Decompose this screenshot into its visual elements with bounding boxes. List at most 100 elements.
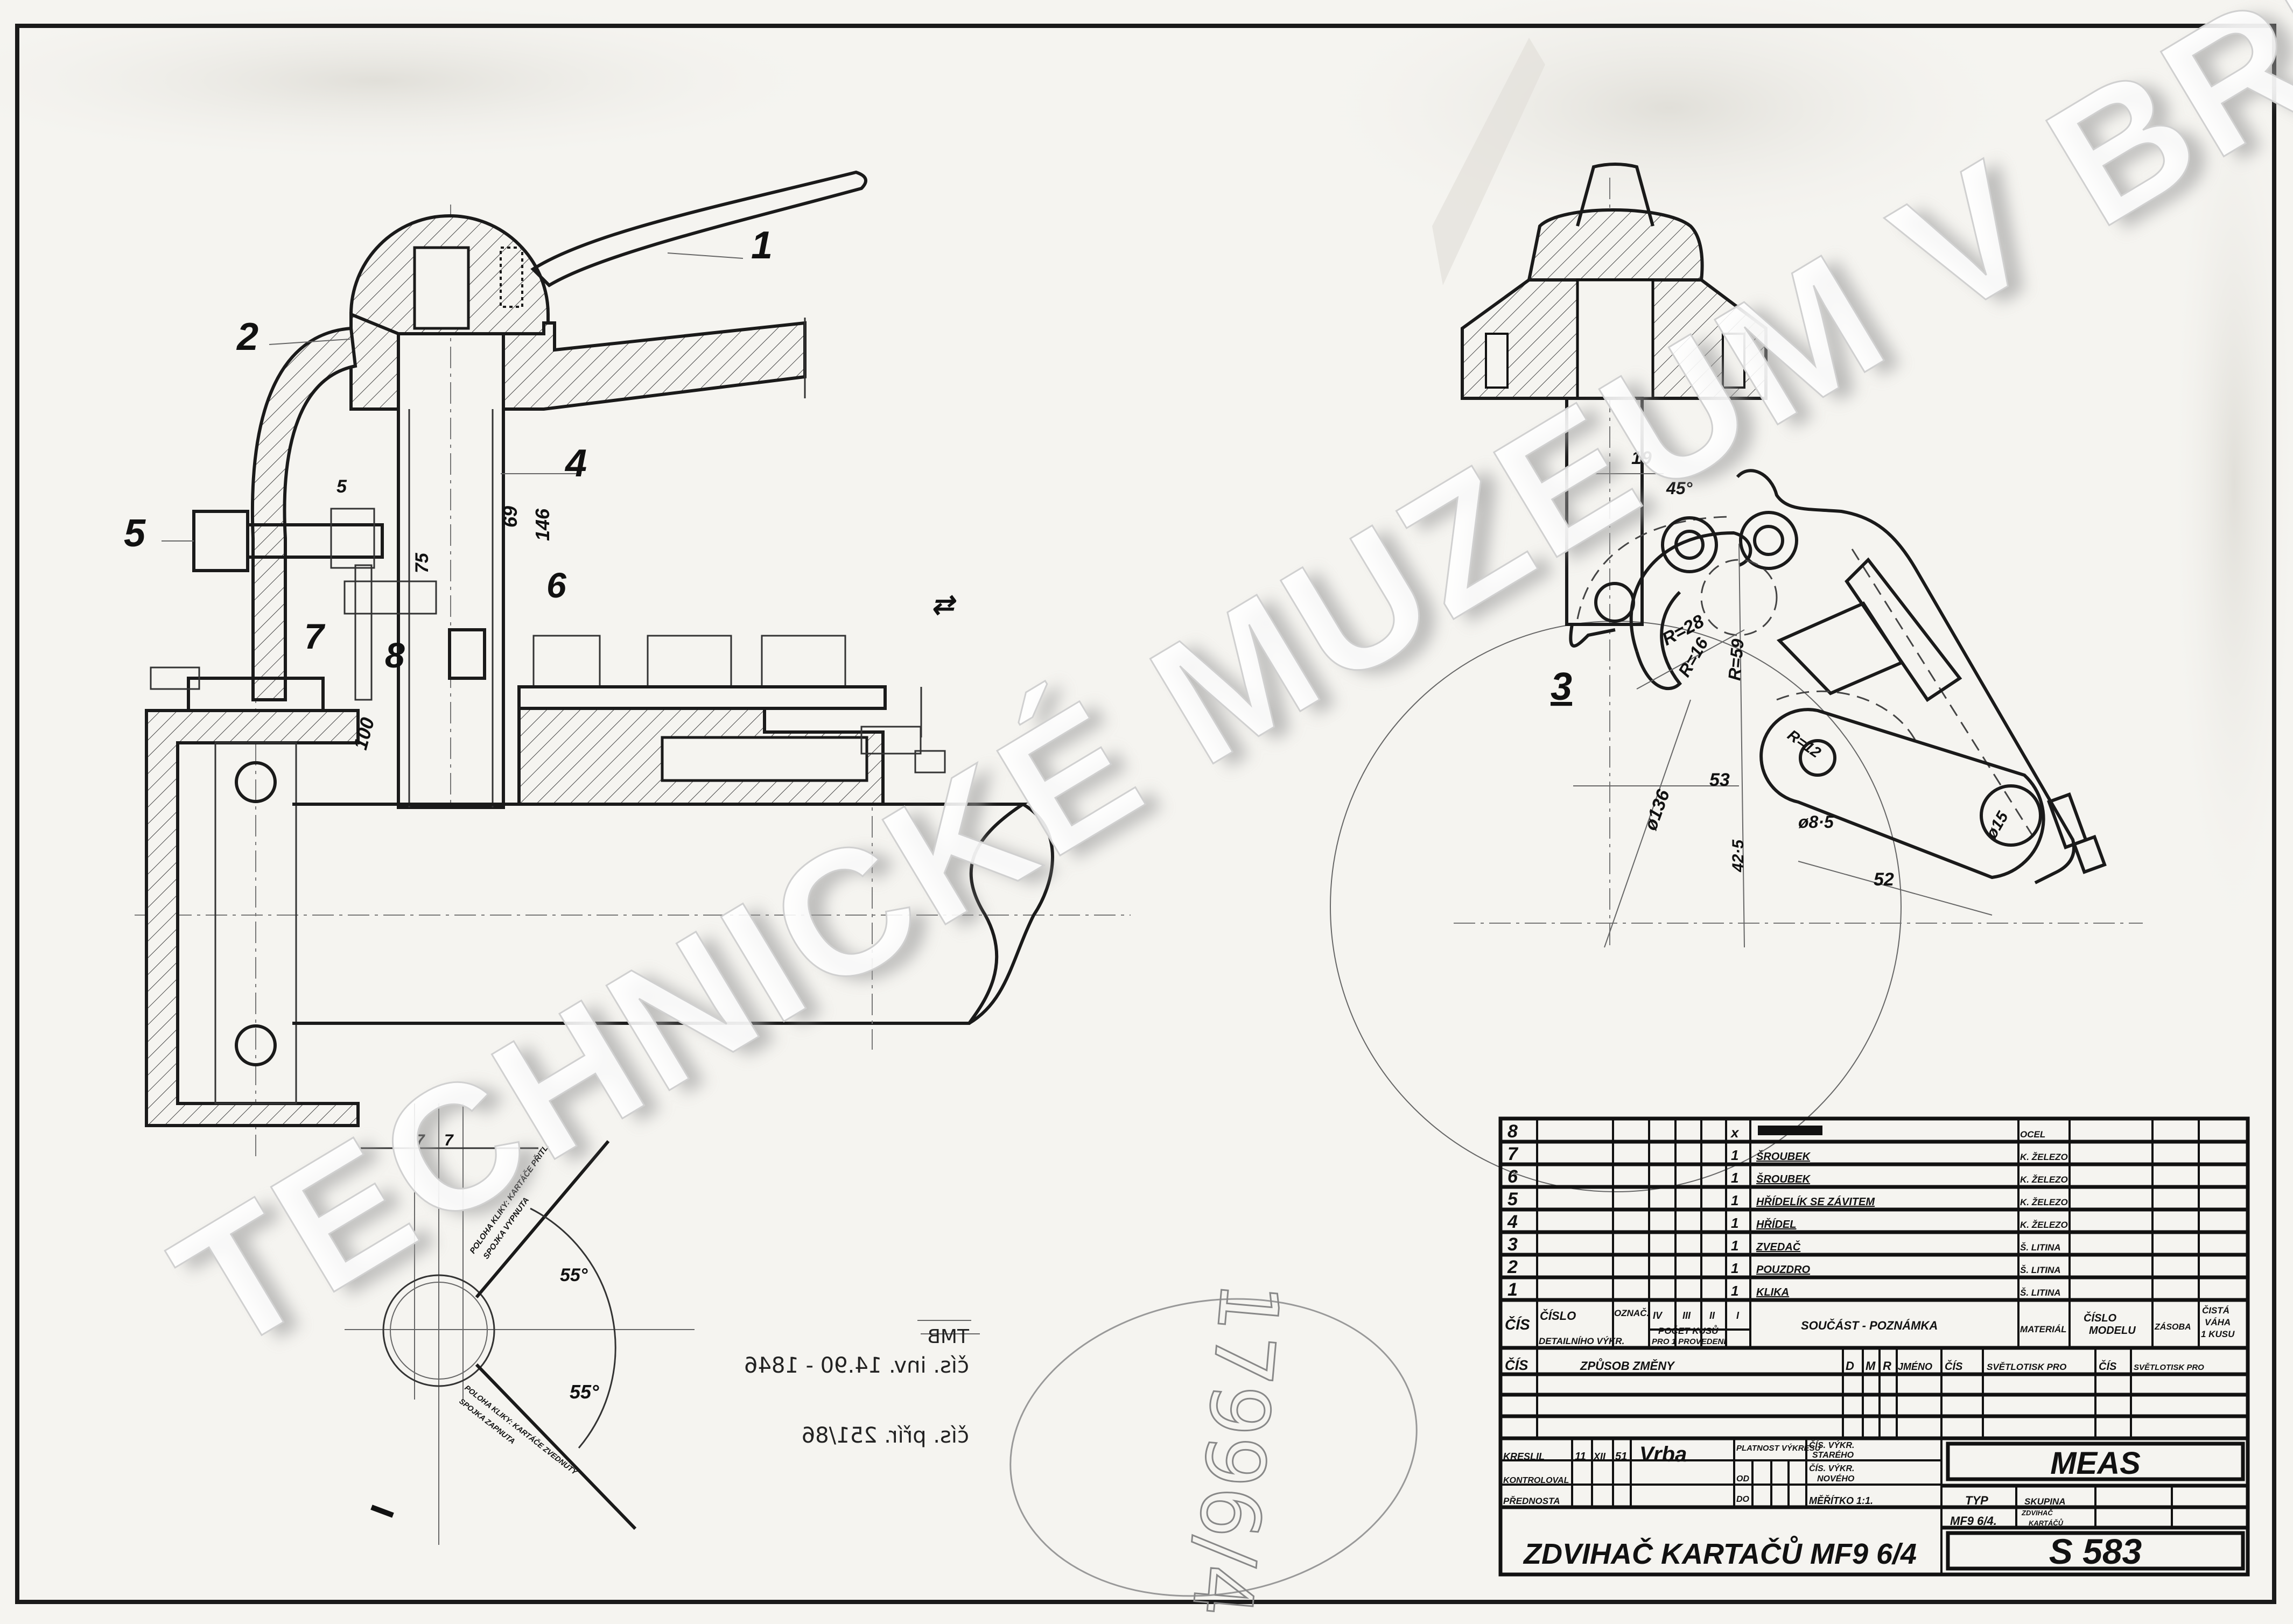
dim-69: 69 — [499, 506, 521, 528]
hdr-cis: ČÍS — [1505, 1316, 1530, 1333]
hex-nut — [192, 510, 249, 572]
part-material: Š. LITINA — [2020, 1265, 2061, 1275]
number-box — [1946, 1531, 2245, 1571]
part-quantity: 1 — [1731, 1215, 1738, 1231]
callout-4: 4 — [564, 442, 587, 485]
hdr-material: MATERIÁL — [2020, 1324, 2067, 1334]
left-section-view — [135, 170, 1131, 1157]
label-skupina: SKUPINA — [2024, 1496, 2066, 1507]
bearing-housing — [145, 709, 360, 1127]
label-typ: TYP — [1965, 1494, 1988, 1507]
hdr-vaha-3: 1 KUSU — [2201, 1329, 2235, 1339]
part-quantity: 1 — [1731, 1260, 1738, 1276]
part-material: OCEL — [2020, 1129, 2045, 1140]
dim-19: 19 — [1631, 448, 1652, 468]
part-name: HŘÍDELÍK SE ZÁVITEM — [1756, 1195, 1875, 1208]
hdr-ii: II — [1709, 1310, 1715, 1321]
chg-hdr-r: R — [1883, 1359, 1891, 1373]
part-material: Š. LITINA — [2020, 1288, 2061, 1298]
struck-out-entry — [1758, 1126, 1822, 1135]
callout-1: 1 — [751, 224, 773, 267]
drawing-number: S 583 — [2049, 1531, 2142, 1571]
hdr-soucast: SOUČÁST - POZNÁMKA — [1801, 1319, 1938, 1332]
dim-75: 75 — [412, 552, 432, 573]
part-number: 5 — [1507, 1189, 1518, 1210]
right-side-view — [1330, 163, 2143, 1192]
paper-fold — [1432, 38, 1545, 285]
hdr-cislo: ČÍSLO — [1540, 1309, 1576, 1323]
label-kreslil: KRESLIL — [1503, 1451, 1545, 1462]
callout-7: 7 — [304, 616, 326, 656]
ball-bearing — [235, 1024, 277, 1066]
part-quantity: 1 — [1731, 1192, 1738, 1208]
chg-hdr-cis2: ČÍS — [1945, 1360, 1963, 1373]
label-stary-2: STARÉHO — [1812, 1450, 1854, 1460]
brush — [532, 635, 601, 688]
brush-block — [1776, 601, 1904, 695]
dim-45deg: 45° — [1666, 479, 1693, 498]
kreslil-month: XII — [1593, 1451, 1606, 1462]
dim-7-left: 7 — [416, 1131, 425, 1149]
kreslil-day: 11 — [1575, 1451, 1586, 1463]
label-do: DO — [1736, 1495, 1750, 1504]
label-meritko: MĚŘÍTKO 1:1. — [1809, 1495, 1873, 1506]
bushing-housing — [250, 326, 357, 701]
brush-shaft — [292, 803, 1028, 1025]
screw-6 — [343, 580, 437, 615]
part-quantity: 1 — [1731, 1283, 1738, 1299]
brush — [647, 635, 732, 688]
hdr-zasoba: ZÁSOBA — [2154, 1321, 2191, 1332]
pivot-circle — [1739, 511, 1798, 570]
crank-hub-circle — [382, 1274, 495, 1387]
lifter-hook — [1629, 531, 1752, 652]
pivot-circle — [1661, 516, 1718, 573]
hdr-model-2: MODELU — [2089, 1325, 2136, 1337]
dim-425: 42·5 — [1729, 839, 1747, 873]
callout-6: 6 — [546, 565, 567, 605]
part-number: 6 — [1507, 1166, 1518, 1187]
archive-accession-number: čís. přír. 251/86 — [802, 1423, 969, 1448]
callout-5: 5 — [124, 512, 146, 555]
brush-holder — [517, 685, 887, 710]
inventory-stamp: 17996/4 — [1009, 1277, 1418, 1621]
part-number: 7 — [1507, 1144, 1519, 1164]
skupina-value-1: ZDVIHAČ — [2021, 1509, 2053, 1517]
part-material: Š. LITINA — [2020, 1242, 2061, 1253]
chg-hdr-jmeno: JMÉNO — [1898, 1361, 1932, 1372]
dim-r12: R=12 — [1785, 727, 1825, 761]
brush-circle — [1330, 621, 1902, 1192]
part-material: K. ŽELEZO — [2020, 1152, 2068, 1162]
kreslil-year: 51 — [1615, 1451, 1627, 1463]
chg-hdr-cis3: ČÍS — [2099, 1360, 2117, 1373]
part-name: ZVEDAČ — [1756, 1240, 1801, 1253]
arrows-symbol: ⇄ — [931, 589, 957, 620]
part-name: HŘÍDEL — [1756, 1218, 1796, 1231]
crank-lever — [530, 170, 867, 287]
hdr-iii: III — [1682, 1310, 1691, 1321]
part-number: 3 — [1507, 1234, 1518, 1255]
hdr-vaha-1: ČISTÁ — [2202, 1305, 2229, 1316]
archive-inventory-number: čís. inv. 14.90 - 1846 — [744, 1353, 969, 1378]
shaft-right — [1565, 397, 1644, 626]
dim-r59: R=59 — [1724, 638, 1748, 681]
brush — [761, 635, 846, 688]
part-number: 1 — [1507, 1279, 1518, 1300]
archive-tmb: TMB — [927, 1326, 970, 1348]
chg-hdr-svetlotisk-1: SVĚTLOTISK PRO — [1987, 1362, 2066, 1372]
label-platnost: PLATNOST VÝKRESU — [1736, 1444, 1821, 1453]
callout-8: 8 — [385, 635, 405, 675]
part-number: 4 — [1507, 1212, 1518, 1232]
dim-53: 53 — [1709, 770, 1730, 790]
company-name: MEAS — [2050, 1446, 2141, 1481]
hdr-model-1: ČÍSLO — [2084, 1311, 2117, 1324]
part-number: 8 — [1507, 1121, 1518, 1142]
hdr-pro: PRO 1 PROVEDENÍ — [1652, 1337, 1727, 1346]
vertical-shaft — [397, 332, 505, 809]
lifter-arm-right — [1736, 469, 2075, 884]
screw-7 — [354, 564, 373, 701]
part-name: POUZDRO — [1756, 1264, 1810, 1276]
